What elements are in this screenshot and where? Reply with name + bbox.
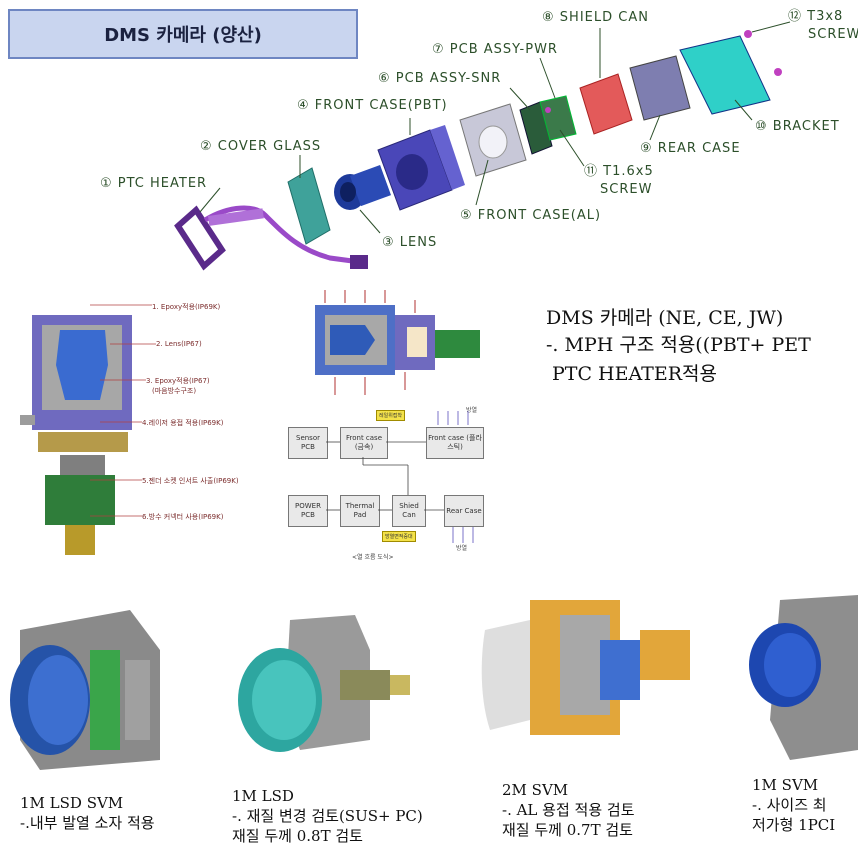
pcb-snr-part bbox=[519, 101, 553, 155]
camera-1m-lsd-svm-render bbox=[10, 610, 160, 770]
label-lens: ③ LENS bbox=[382, 235, 438, 250]
xs-label-1: 1. Epoxy적용(IP69K) bbox=[152, 303, 221, 311]
camera-3-note2: 재질 두께 0.7T 검토 bbox=[502, 821, 633, 839]
xs-label-2: 2. Lens(IP67) bbox=[156, 340, 202, 348]
xs-leader-lines bbox=[90, 304, 156, 517]
camera-2-name: 1M LSD bbox=[232, 787, 294, 805]
flow-box-thermal-pad: Thermal Pad bbox=[340, 495, 380, 527]
flow-box-front-case-plastic: Front case (플라스틱) bbox=[426, 427, 484, 459]
heat-section-illustration bbox=[315, 290, 480, 395]
camera-1-caption: 1M LSD SVM -.내부 발열 소자 적용 bbox=[20, 793, 155, 833]
flow-box-power-pcb: POWER PCB bbox=[288, 495, 328, 527]
label-bracket: ⑩ BRACKET bbox=[755, 119, 840, 134]
label-screw-t16: ⑪ T1.6x5 SCREW bbox=[584, 164, 654, 197]
spec-line-1: DMS 카메라 (NE, CE, JW) bbox=[546, 307, 784, 329]
camera-4-note2: 저가형 1PCI bbox=[752, 816, 836, 834]
label-cover-glass: ② COVER GLASS bbox=[200, 139, 322, 154]
camera-3-note1: -. AL 용접 적용 검토 bbox=[502, 801, 635, 819]
spec-line-2: -. MPH 구조 적용((PBT+ PET bbox=[546, 334, 811, 356]
camera-3-caption: 2M SVM -. AL 용접 적용 검토 재질 두께 0.7T 검토 bbox=[502, 780, 635, 840]
xs-label-5: 5.젠더 소켓 인서트 사출(IP69K) bbox=[142, 477, 239, 485]
camera-4-caption: 1M SVM -. 사이즈 최 저가형 1PCI bbox=[752, 775, 835, 835]
front-case-pbt-part bbox=[377, 125, 465, 211]
screw-t16x5-part bbox=[545, 107, 551, 113]
xs-label-3b: (마음방수구조) bbox=[152, 387, 197, 395]
page-title: DMS 카메라 (양산) bbox=[104, 25, 262, 46]
label-pcb-snr: ⑥ PCB ASSY-SNR bbox=[378, 71, 502, 86]
camera-2-caption: 1M LSD -. 재질 변경 검토(SUS+ PC) 재질 두께 0.8T 검… bbox=[232, 786, 423, 846]
exploded-view-illustration bbox=[174, 21, 791, 271]
flow-box-rear-case: Rear Case bbox=[444, 495, 484, 527]
flow-box-front-case-metal: Front case (금속) bbox=[340, 427, 388, 459]
cover-glass-part bbox=[287, 167, 331, 245]
xs-label-3: 3. Epoxy적용(IP67) bbox=[146, 377, 210, 385]
screw-t3x8-part bbox=[744, 30, 752, 38]
front-case-al-part bbox=[459, 103, 527, 177]
camera-1m-svm-render bbox=[749, 595, 858, 760]
flow-box-sensor-pcb: Sensor PCB bbox=[288, 427, 328, 459]
pcb-pwr-part bbox=[539, 95, 577, 141]
thermal-flow-diagram: 레일위접착 Sensor PCB Front case (금속) Front c… bbox=[288, 405, 498, 575]
xs-label-4: 4.레이저 용접 적용(IP69K) bbox=[142, 419, 224, 427]
camera-1m-lsd-render bbox=[238, 615, 410, 752]
camera-2m-svm-render bbox=[481, 600, 690, 735]
bracket-part bbox=[679, 35, 771, 115]
rear-case-part bbox=[629, 55, 691, 121]
label-pcb-pwr: ⑦ PCB ASSY-PWR bbox=[432, 42, 558, 57]
flow-out-label-top: 방열 bbox=[466, 407, 478, 414]
label-ptc-heater: ① PTC HEATER bbox=[100, 176, 208, 191]
label-shield-can: ⑧ SHIELD CAN bbox=[542, 10, 649, 25]
camera-4-note1: -. 사이즈 최 bbox=[752, 796, 827, 814]
flow-out-label-bottom: 방열 bbox=[456, 545, 468, 552]
camera-3-name: 2M SVM bbox=[502, 781, 569, 799]
camera-2-note1: -. 재질 변경 검토(SUS+ PC) bbox=[232, 807, 423, 825]
flow-box-shield-can: Shied Can bbox=[392, 495, 426, 527]
label-screw-t3x8: ⑫ T3x8 SCREW bbox=[788, 9, 858, 42]
lens-part bbox=[334, 165, 392, 210]
label-front-case-al: ⑤ FRONT CASE(AL) bbox=[460, 208, 602, 223]
spec-line-3: PTC HEATER적용 bbox=[552, 363, 717, 385]
xs-label-6: 6.방수 커넥터 사용(IP69K) bbox=[142, 513, 224, 521]
camera-1-note1: -.내부 발열 소자 적용 bbox=[20, 814, 155, 832]
flow-tag-top: 레일위접착 bbox=[376, 410, 406, 421]
label-front-case-pbt: ④ FRONT CASE(PBT) bbox=[297, 98, 448, 113]
camera-renders bbox=[10, 595, 858, 770]
page-title-box: DMS 카메라 (양산) bbox=[8, 9, 358, 59]
ptc-heater-part bbox=[174, 205, 368, 271]
shield-can-part bbox=[579, 73, 633, 135]
camera-1-name: 1M LSD SVM bbox=[20, 794, 124, 812]
cross-section-illustration bbox=[20, 315, 132, 555]
label-rear-case: ⑨ REAR CASE bbox=[640, 141, 741, 156]
flow-tag-bottom: 방열면적증대 bbox=[382, 531, 416, 542]
camera-2-note2: 재질 두께 0.8T 검토 bbox=[232, 827, 363, 845]
flow-arrows bbox=[326, 411, 474, 543]
camera-4-name: 1M SVM bbox=[752, 776, 819, 794]
flow-caption: <열 흐름 도식> bbox=[352, 554, 394, 561]
